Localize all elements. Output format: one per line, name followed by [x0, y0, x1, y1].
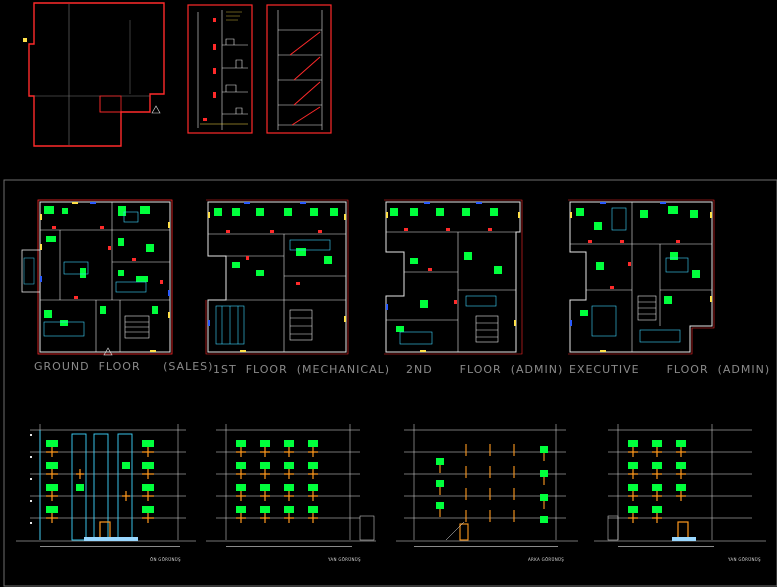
label-elevation-front: ÖN GÖRÜNÜŞ — [150, 557, 181, 562]
site-plan — [23, 2, 165, 147]
elevation-side-b — [594, 424, 766, 542]
plan-second-floor — [384, 199, 523, 355]
plan-executive-floor — [568, 199, 715, 355]
section-sheet — [187, 4, 253, 134]
bottom-section-frame — [3, 179, 777, 587]
label-elevation-side-a: YAN GÖRÜNÜŞ — [328, 557, 361, 562]
plan-first-floor — [205, 199, 349, 355]
stair-section-sheet — [266, 4, 332, 134]
plan-ground-floor — [21, 199, 173, 356]
label-second-floor: 2ND FLOOR (ADMIN) — [406, 363, 564, 376]
elevation-rear — [396, 424, 578, 542]
elevation-side-a — [206, 424, 376, 542]
top-sheet — [23, 2, 332, 147]
label-executive-floor: EXECUTIVE FLOOR (ADMIN) — [569, 363, 771, 376]
label-elevation-side-b: YAN GÖRÜNÜŞ — [728, 557, 761, 562]
label-first-floor: 1ST FLOOR (MECHANICAL) — [213, 363, 391, 376]
label-ground-floor: GROUND FLOOR (SALES) — [34, 360, 214, 373]
label-elevation-rear: ARKA GÖRÜNÜŞ — [528, 557, 565, 562]
dimension-ticks — [40, 546, 714, 547]
elevation-front — [16, 424, 196, 542]
